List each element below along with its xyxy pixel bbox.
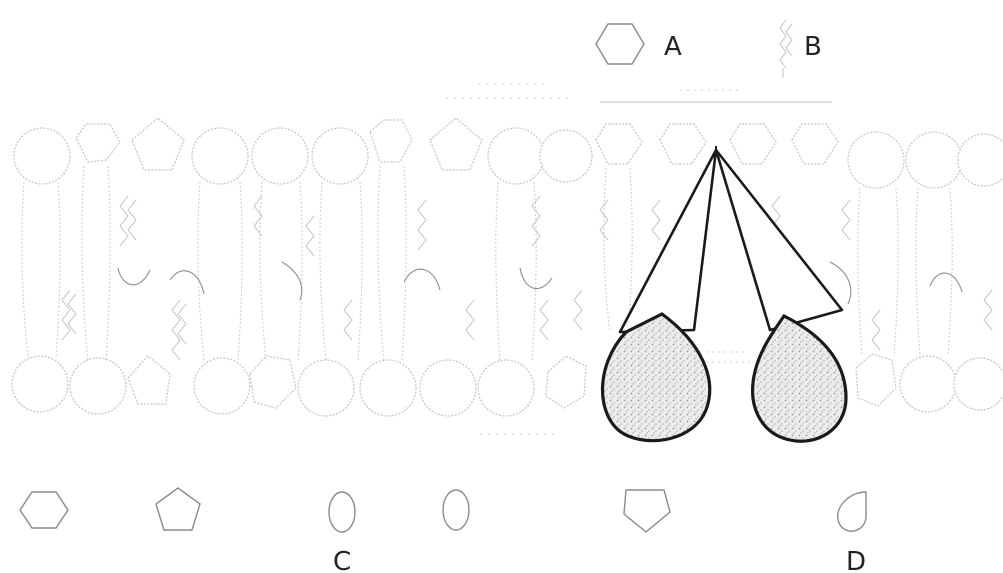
oval-icon [443, 490, 469, 530]
hexagon-icon [596, 24, 644, 64]
molecule-icon [780, 20, 792, 78]
pentagon-icon [156, 488, 200, 530]
transporter-left-domain [603, 314, 710, 441]
transporter-right-channel [716, 150, 842, 330]
label-a: A [664, 32, 682, 62]
outer-region-label [446, 84, 570, 98]
free-molecules [20, 488, 866, 532]
legend-b: B [780, 20, 822, 78]
label-b: B [804, 32, 822, 62]
lower-leaflet [12, 354, 1003, 416]
pentagon-icon [624, 490, 670, 532]
transporter-right-domain [753, 316, 846, 441]
tail-kinks [118, 262, 962, 304]
legend-a: A [596, 24, 682, 64]
hexagon-icon [20, 492, 68, 528]
top-bracket [600, 90, 832, 102]
drop-icon [838, 492, 866, 531]
label-d: D [846, 547, 866, 573]
abc-transporter [603, 146, 847, 441]
label-c: C [333, 547, 351, 573]
transporter-left-channel [620, 150, 716, 332]
oval-icon [329, 492, 355, 532]
upper-leaflet [14, 118, 1003, 188]
